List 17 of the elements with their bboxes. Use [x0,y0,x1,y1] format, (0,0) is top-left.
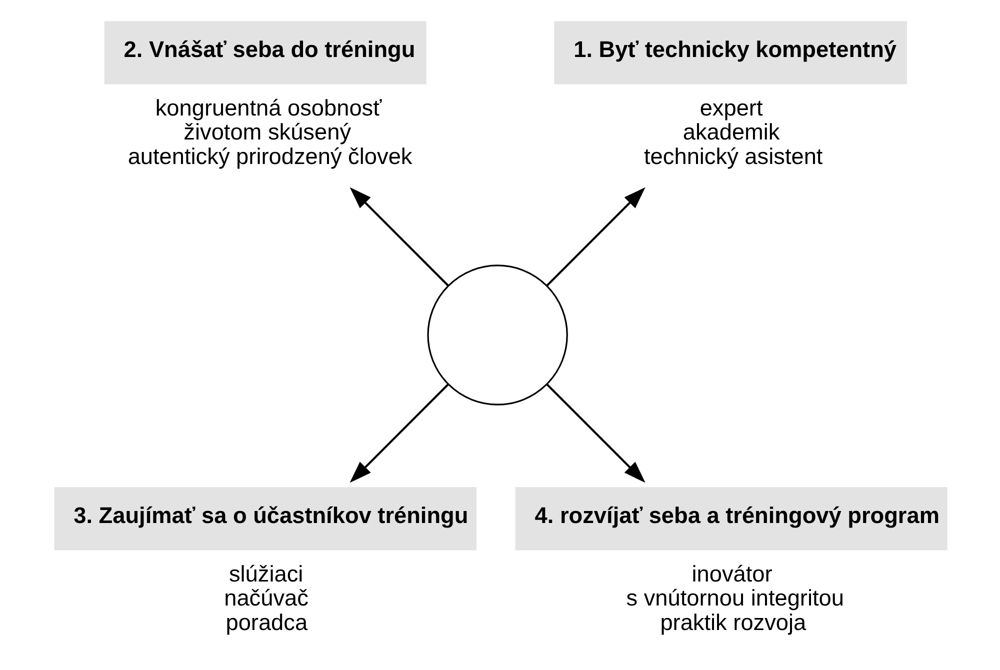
node-box: 3. Zaujímať sa o účastníkov tréningu [54,487,477,550]
node-circle [427,264,568,406]
node-label: kongruentná osobnosť [155,94,382,120]
node-label: expert [700,94,763,120]
node-box: 1. Byť technicky kompetentný [554,21,907,84]
arrow [350,384,449,483]
node-label: s vnútornou integritou [626,584,844,611]
node-label: inovátor [692,560,772,586]
node-label: poradca [226,608,308,635]
arrow [546,384,646,483]
node-box: 2. Vnášať seba do tréningu [104,21,426,84]
arrow [546,187,646,286]
node-label: slúžiaci [228,560,304,586]
node-box: 4. rozvíjať seba a tréningový program [515,487,948,550]
node-label: technický asistent [644,142,823,169]
arrow [350,187,449,286]
node-label: načúvač [224,584,308,611]
